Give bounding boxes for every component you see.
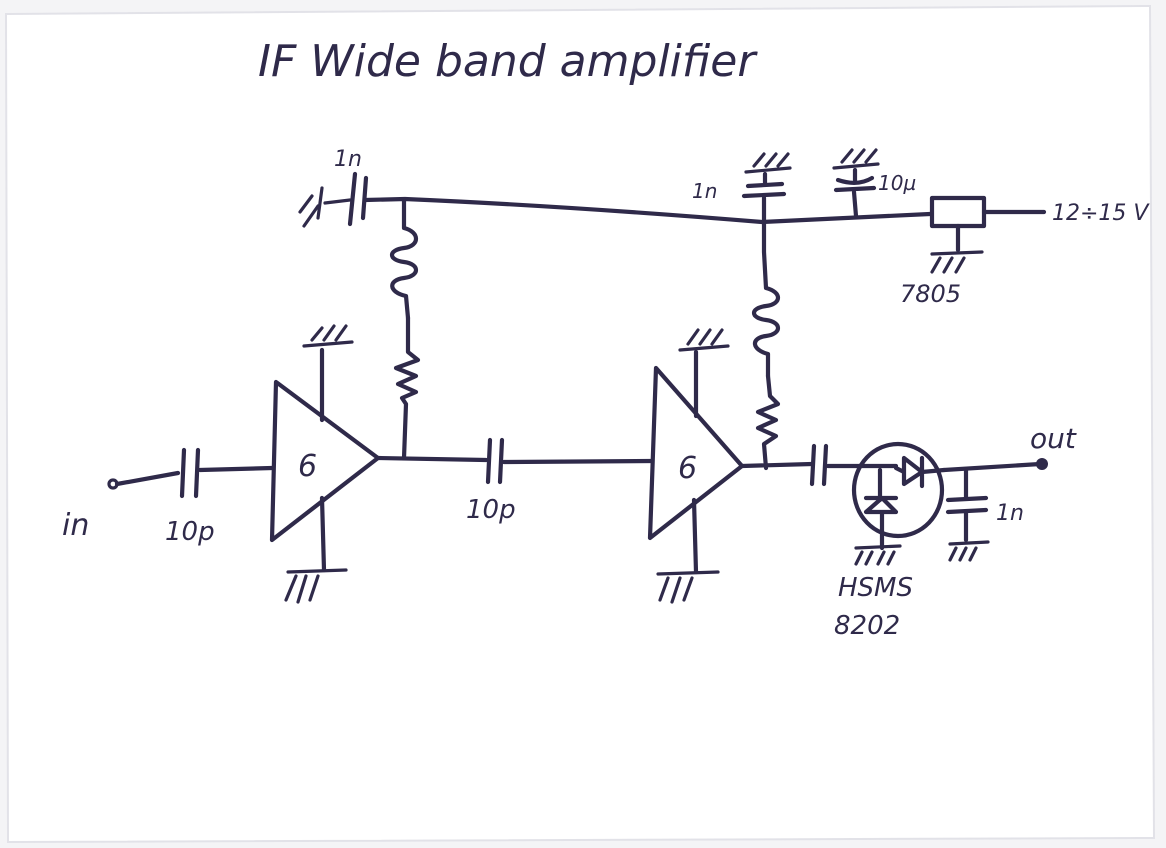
schematic-title: IF Wide band amplifier <box>258 36 758 87</box>
diode-part-line2: 8202 <box>834 611 900 641</box>
cap-supply-1 <box>741 152 792 225</box>
cap-input-label: 10p <box>165 517 215 547</box>
output-terminal <box>1036 458 1048 470</box>
cap-supply-1-label: 1n <box>692 179 717 203</box>
supply-voltage-label: 12÷15 V <box>1052 201 1150 226</box>
cap-output-filter <box>941 461 1043 562</box>
amplifier-2-gain: 6 <box>678 451 697 486</box>
supply-rail <box>362 196 933 225</box>
amplifier-1 <box>269 324 381 604</box>
diode-detector <box>851 441 947 566</box>
cap-interstage <box>485 437 505 485</box>
interstage-wire-2 <box>501 458 655 465</box>
inductor-1 <box>389 197 419 321</box>
resistor-1 <box>393 315 421 461</box>
regulator-7805 <box>929 195 1047 274</box>
diode-part-line1: HSMS <box>838 573 913 603</box>
output-label: out <box>1030 422 1077 455</box>
inductor-2 <box>751 219 781 379</box>
paper-sheet <box>4 4 1156 844</box>
cap-output-coupling <box>809 443 829 487</box>
cap-supply-2-label: 10µ <box>878 171 916 195</box>
input-label: in <box>62 508 89 543</box>
resistor-2 <box>755 373 781 471</box>
cap-supply-2 <box>832 148 880 219</box>
amplifier-1-gain: 6 <box>298 449 317 484</box>
cap-output-filter-label: 1n <box>996 501 1024 526</box>
interstage-wire-1 <box>375 455 489 463</box>
cap-interstage-label: 10p <box>466 495 516 525</box>
output-wire-1 <box>739 461 815 469</box>
cap-bypass-left-label: 1n <box>334 147 362 172</box>
cap-bypass-left <box>298 171 369 228</box>
amplifier-2 <box>647 328 745 604</box>
input-wire <box>114 470 181 487</box>
cap-input <box>179 447 275 499</box>
regulator-label: 7805 <box>900 280 961 308</box>
